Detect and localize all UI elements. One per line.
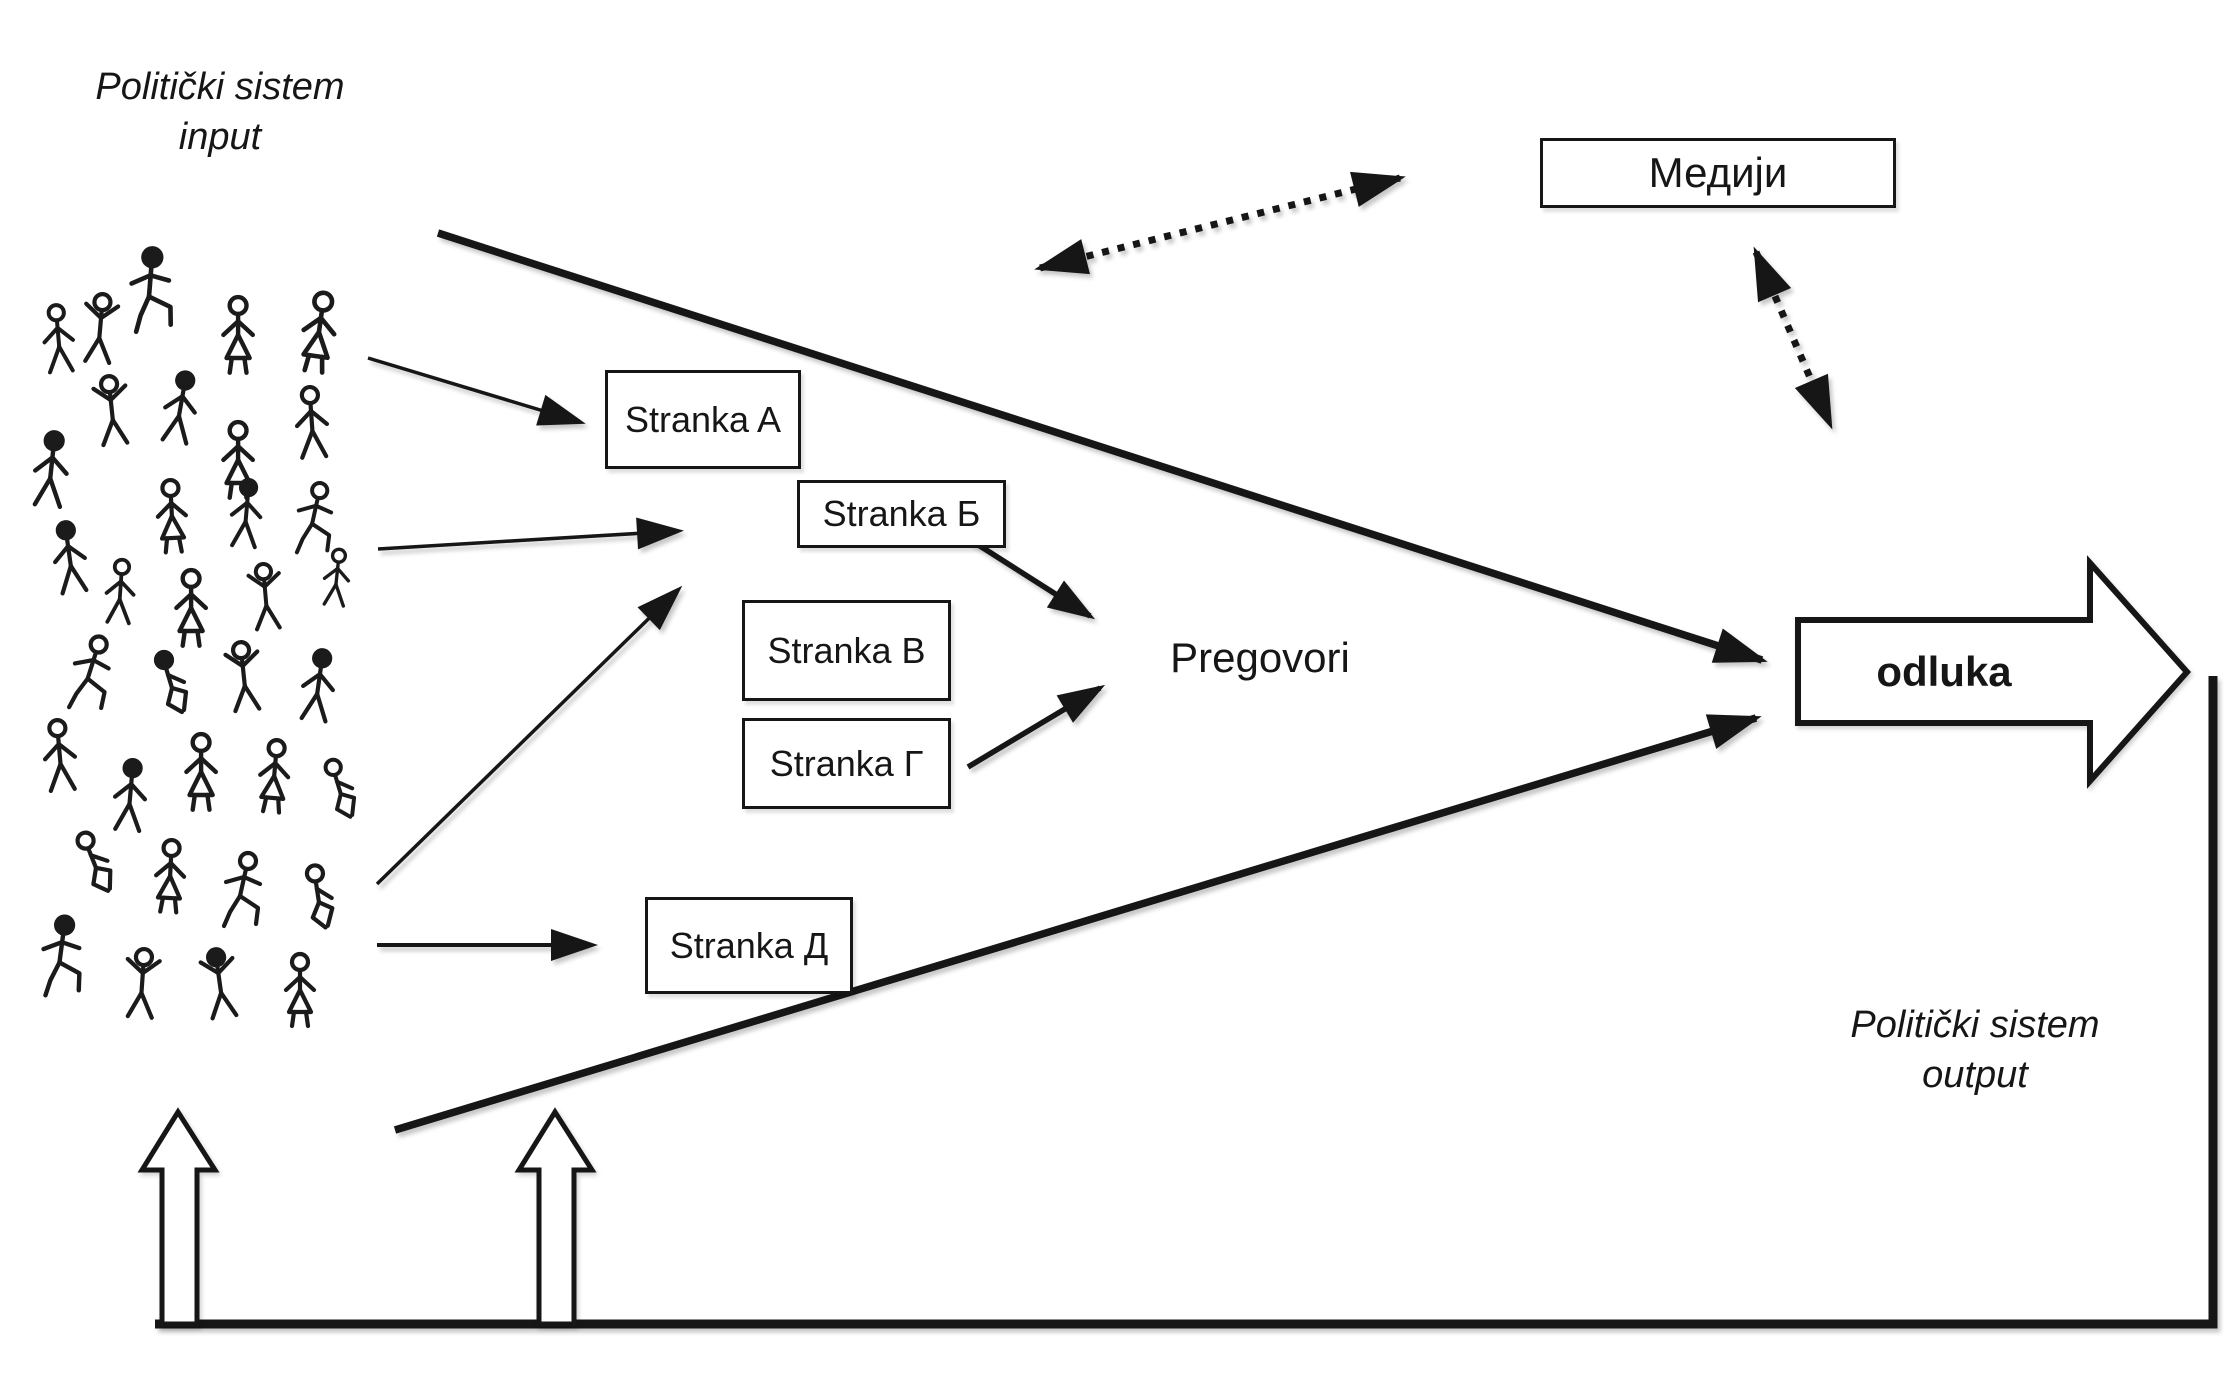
crowd-figure xyxy=(50,520,89,593)
crowd-figure xyxy=(224,853,260,926)
crowd-figure xyxy=(102,556,138,626)
crowd-figure xyxy=(294,480,334,555)
crowd-figure xyxy=(81,293,119,364)
crowd-figure xyxy=(39,301,78,375)
crowd-figure xyxy=(32,431,71,507)
dotted-arrow-mediji-odluka xyxy=(1752,246,1834,430)
stranka-g-label: Stranka Г xyxy=(769,742,924,784)
mediji-box-label: Медији xyxy=(1648,149,1788,196)
pregovori-label: Pregovori xyxy=(1150,630,1370,686)
crowd-figure xyxy=(299,648,338,721)
stranka-b-box: Stranka Б xyxy=(797,480,1006,548)
crowd-figure xyxy=(323,757,357,819)
output-label-line2: output xyxy=(1922,1054,2028,1097)
crowd-figure xyxy=(154,839,186,912)
feedback-up-arrow-1 xyxy=(137,1107,220,1327)
input-funnel-line xyxy=(436,229,1768,664)
citizens-crowd xyxy=(32,247,357,1026)
stranka-d-box: Stranka Д xyxy=(645,897,853,994)
crowd-figure xyxy=(39,916,83,996)
stranka-b-label: Stranka Б xyxy=(822,493,981,534)
crowd-figure xyxy=(176,570,205,646)
crowd-figure xyxy=(245,560,286,632)
crowd-figure xyxy=(77,831,112,893)
crowd-figure xyxy=(124,948,161,1018)
arrow-stranka-g-to-pregovori xyxy=(966,684,1106,770)
crowd-figure xyxy=(42,719,78,791)
arrow-crowd-to-stranka-b xyxy=(377,517,684,551)
input-label-line2: input xyxy=(178,116,262,159)
crowd-figure xyxy=(186,734,215,810)
odluka-text: odluka xyxy=(1876,647,2012,695)
feedback-loop-line xyxy=(155,676,2218,1329)
output-label: Politički sistem output xyxy=(1780,1000,2170,1100)
crowd-figure xyxy=(223,297,252,373)
crowd-figure xyxy=(92,375,131,446)
stranka-v-label: Stranka В xyxy=(767,629,926,671)
crowd-figure xyxy=(294,386,329,458)
stranka-a-box: Stranka A xyxy=(605,370,801,469)
odluka-label: odluka xyxy=(1798,620,2090,723)
crowd-figure xyxy=(257,739,291,813)
input-label-line1: Politički sistem xyxy=(95,66,345,108)
pregovori-text: Pregovori xyxy=(1170,634,1350,681)
crowd-figure xyxy=(160,370,202,444)
arrow-crowd-to-stranka-a xyxy=(367,356,586,426)
arrow-crowd-to-parties-center xyxy=(375,585,683,886)
decision-arrow-shape xyxy=(1795,555,2192,789)
crowd-figure xyxy=(69,634,111,710)
stranka-a-label: Stranka A xyxy=(624,398,782,440)
crowd-figure xyxy=(156,479,188,552)
crowd-figure xyxy=(224,641,263,712)
output-label-line1: Politički sistem xyxy=(1850,1004,2100,1046)
crowd-figure xyxy=(298,291,340,374)
dotted-arrow-pregovori-mediji xyxy=(1034,171,1406,275)
output-funnel-line xyxy=(393,714,1762,1134)
input-label: Politički sistem input xyxy=(30,62,410,162)
feedback-up-arrow-2 xyxy=(514,1107,597,1327)
stranka-g-box: Stranka Г xyxy=(742,718,951,809)
crowd-figure xyxy=(286,954,314,1026)
crowd-figure xyxy=(300,864,338,928)
mediji-box: Медији xyxy=(1540,138,1896,208)
crowd-figure xyxy=(156,652,186,712)
stranka-v-box: Stranka В xyxy=(742,600,951,701)
crowd-figure xyxy=(320,546,354,608)
stranka-d-label: Stranka Д xyxy=(669,924,829,966)
crowd-figure xyxy=(227,476,266,550)
crowd-figure xyxy=(125,247,175,332)
crowd-figure xyxy=(199,947,240,1019)
crowd-figure xyxy=(112,759,148,831)
